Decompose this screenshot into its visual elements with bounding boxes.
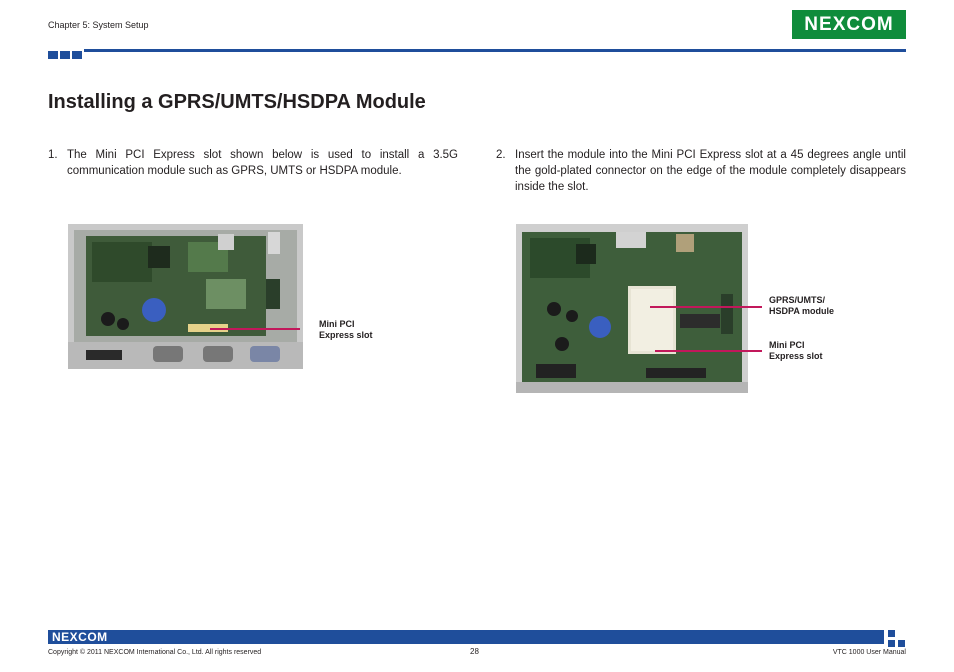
callout-line-text: GPRS/UMTS/ — [769, 295, 826, 305]
step-number: 2. — [496, 149, 506, 161]
page-title: Installing a GPRS/UMTS/HSDPA Module — [48, 91, 426, 113]
chapter-label: Chapter 5: System Setup — [48, 20, 149, 30]
footer-bar — [48, 630, 884, 644]
copyright-text: Copyright © 2011 NEXCOM International Co… — [48, 649, 262, 656]
board-photo-left — [68, 224, 303, 369]
callout-line-module — [650, 306, 762, 308]
callout-gprs-module: GPRS/UMTS/ HSDPA module — [769, 295, 834, 317]
callout-line-text: Express slot — [319, 330, 373, 340]
callout-mini-pci-right: Mini PCI Express slot — [769, 340, 823, 362]
page-number: 28 — [470, 647, 479, 656]
callout-mini-pci-left: Mini PCI Express slot — [319, 319, 373, 341]
board-photo-right — [516, 224, 748, 393]
callout-line-left — [210, 328, 300, 330]
manual-name: VTC 1000 User Manual — [832, 649, 906, 656]
callout-line-text: HSDPA module — [769, 306, 835, 316]
footer-nexcom-logo: NEXCOM — [52, 630, 108, 644]
callout-line-right-slot — [655, 350, 762, 352]
step-text: Insert the module into the Mini PCI Expr… — [515, 149, 906, 193]
nexcom-logo: NEXCOM — [792, 10, 906, 39]
header-squares-decoration — [48, 51, 82, 59]
callout-line-text: Mini PCI — [769, 340, 805, 350]
step-text: The Mini PCI Express slot shown below is… — [67, 149, 458, 177]
header-rule — [84, 49, 906, 52]
callout-line-text: Express slot — [769, 351, 823, 361]
step-2: 2. Insert the module into the Mini PCI E… — [496, 147, 906, 195]
step-1: 1. The Mini PCI Express slot shown below… — [48, 147, 458, 179]
callout-line-text: Mini PCI — [319, 319, 355, 329]
step-number: 1. — [48, 149, 58, 161]
footer-squares-decoration — [888, 630, 906, 648]
